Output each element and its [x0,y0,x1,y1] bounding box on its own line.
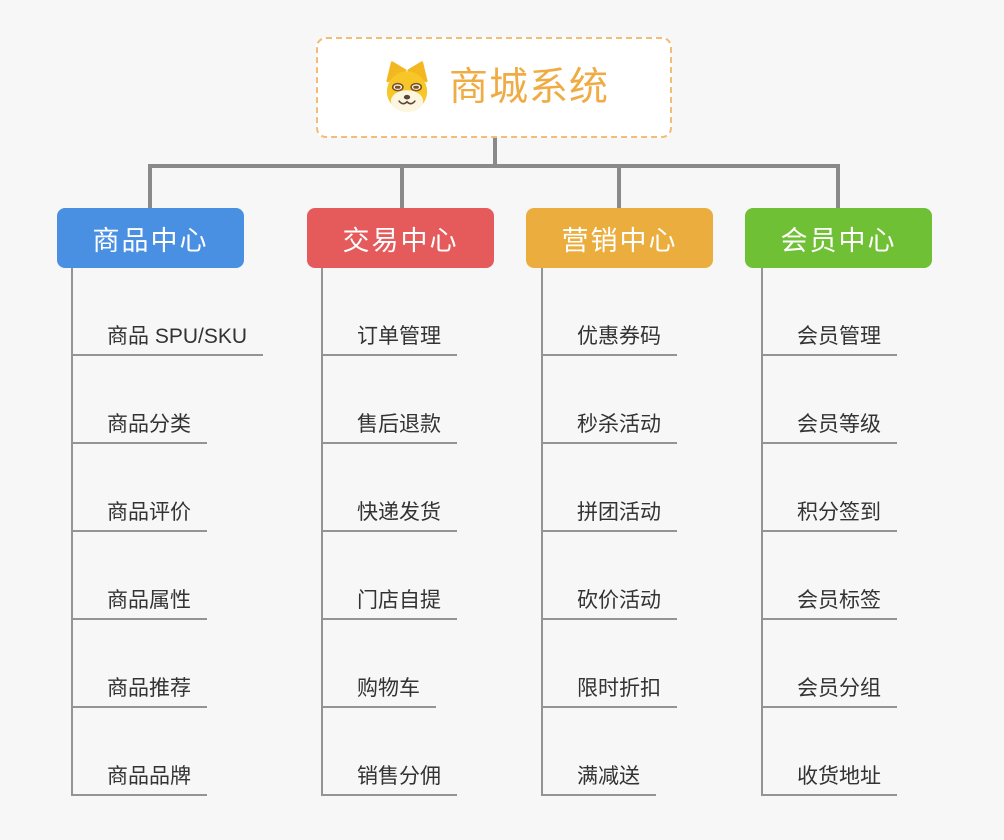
leaf-label: 拼团活动 [577,501,661,524]
connector-drop [148,166,152,208]
branch-column-member-center: 会员管理 会员等级 积分签到 会员标签 会员分组 收货地址 [761,268,897,796]
root-title: 商城系统 [448,66,609,109]
connector-bus [148,164,840,168]
leaf-label: 会员标签 [797,589,881,612]
leaf-node[interactable]: 收货地址 [763,708,897,796]
leaf-node[interactable]: 商品评价 [73,444,207,532]
connector-drop [617,166,621,208]
leaf-label: 会员分组 [797,677,881,700]
shiba-dog-icon [386,60,428,112]
leaf-node[interactable]: 商品 SPU/SKU [73,268,264,356]
leaf-node[interactable]: 商品属性 [73,532,207,620]
branch-column-trade-center: 订单管理 售后退款 快递发货 门店自提 购物车 销售分佣 [321,268,457,796]
branch-button-marketing-center[interactable]: 营销中心 [526,208,713,268]
leaf-node[interactable]: 售后退款 [323,356,457,444]
leaf-label: 商品推荐 [107,677,191,700]
leaf-node[interactable]: 会员标签 [763,532,897,620]
leaf-label: 优惠券码 [577,325,661,348]
leaf-label: 砍价活动 [577,589,661,612]
connector-drop [400,166,404,208]
leaf-label: 门店自提 [357,589,441,612]
leaf-label: 售后退款 [357,413,441,436]
leaf-node[interactable]: 购物车 [323,620,436,708]
branch-button-member-center[interactable]: 会员中心 [745,208,932,268]
leaf-label: 商品 SPU/SKU [107,325,248,348]
leaf-node[interactable]: 会员等级 [763,356,897,444]
leaf-label: 会员管理 [797,325,881,348]
leaf-node[interactable]: 商品推荐 [73,620,207,708]
connector-root-stub [493,138,497,166]
leaf-label: 商品评价 [107,501,191,524]
leaf-label: 秒杀活动 [577,413,661,436]
leaf-label: 商品品牌 [107,765,191,788]
leaf-label: 积分签到 [797,501,881,524]
leaf-label: 订单管理 [357,325,441,348]
leaf-node[interactable]: 秒杀活动 [543,356,677,444]
leaf-label: 快递发货 [357,501,441,524]
leaf-node[interactable]: 会员管理 [763,268,897,356]
leaf-label: 满减送 [577,765,640,788]
leaf-label: 购物车 [357,677,420,700]
branch-button-product-center[interactable]: 商品中心 [57,208,244,268]
leaf-node[interactable]: 商品分类 [73,356,207,444]
leaf-node[interactable]: 销售分佣 [323,708,457,796]
leaf-label: 收货地址 [797,765,881,788]
root-node[interactable]: 商城系统 [316,37,672,138]
leaf-node[interactable]: 商品品牌 [73,708,207,796]
leaf-node[interactable]: 会员分组 [763,620,897,708]
branch-button-trade-center[interactable]: 交易中心 [307,208,494,268]
leaf-label: 销售分佣 [357,765,441,788]
leaf-label: 商品分类 [107,413,191,436]
leaf-node[interactable]: 限时折扣 [543,620,677,708]
leaf-label: 限时折扣 [577,677,661,700]
leaf-label: 商品属性 [107,589,191,612]
leaf-node[interactable]: 优惠券码 [543,268,677,356]
leaf-node[interactable]: 积分签到 [763,444,897,532]
leaf-node[interactable]: 拼团活动 [543,444,677,532]
connector-drop [836,166,840,208]
leaf-node[interactable]: 订单管理 [323,268,457,356]
leaf-node[interactable]: 满减送 [543,708,656,796]
branch-column-marketing-center: 优惠券码 秒杀活动 拼团活动 砍价活动 限时折扣 满减送 [541,268,677,796]
leaf-label: 会员等级 [797,413,881,436]
leaf-node[interactable]: 快递发货 [323,444,457,532]
branch-column-product-center: 商品 SPU/SKU 商品分类 商品评价 商品属性 商品推荐 商品品牌 [71,268,264,796]
leaf-node[interactable]: 砍价活动 [543,532,677,620]
leaf-node[interactable]: 门店自提 [323,532,457,620]
